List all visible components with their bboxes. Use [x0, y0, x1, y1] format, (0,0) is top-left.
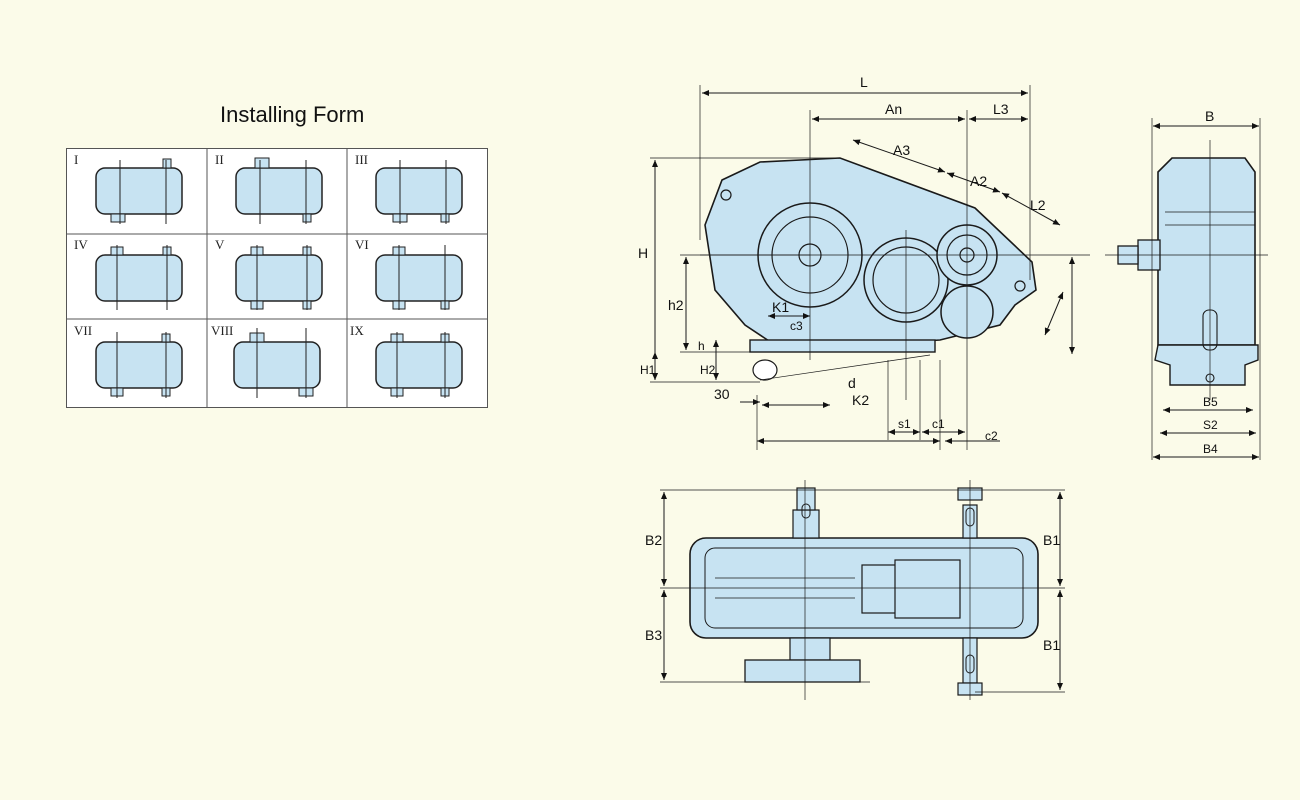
- dim-B5: B5: [1203, 395, 1218, 409]
- dim-h2: h2: [668, 297, 684, 313]
- dim-B4: B4: [1203, 442, 1218, 456]
- dim-H2: H2: [700, 363, 716, 377]
- side-view: [650, 85, 1090, 450]
- end-view-labels: B B5 S2 B4: [1203, 108, 1218, 456]
- dim-A2: A2: [970, 173, 987, 189]
- top-view-labels: B2 B3 B1 B1: [645, 532, 1060, 653]
- dim-B1-lower: B1: [1043, 637, 1060, 653]
- dim-s1: s1: [898, 417, 911, 431]
- dim-H: H: [638, 245, 648, 261]
- form-cell-9: IX: [350, 323, 463, 398]
- form-numeral: VII: [74, 323, 92, 338]
- form-numeral: V: [215, 237, 225, 252]
- dim-L3: L3: [993, 101, 1009, 117]
- dim-B1-upper: B1: [1043, 532, 1060, 548]
- form-numeral: IV: [74, 237, 88, 252]
- dim-B2: B2: [645, 532, 662, 548]
- dim-An: An: [885, 101, 902, 117]
- form-numeral: VIII: [211, 323, 233, 338]
- form-numeral: III: [355, 152, 368, 167]
- end-housing: [1157, 157, 1256, 346]
- form-cell-7: VII: [74, 323, 183, 398]
- dim-K2: K2: [852, 392, 869, 408]
- gearbox-base: [749, 339, 936, 353]
- dim-c1: c1: [932, 417, 945, 431]
- dim-L: L: [860, 74, 868, 90]
- top-view: [660, 480, 1065, 700]
- dim-B3: B3: [645, 627, 662, 643]
- installing-form-title: Installing Form: [220, 102, 365, 127]
- foot-flange: [744, 659, 861, 683]
- form-cell-4: IV: [74, 237, 183, 310]
- installing-form-grid: I II III IV V: [66, 148, 488, 408]
- dim-B: B: [1205, 108, 1214, 124]
- dim-L2: L2: [1030, 197, 1046, 213]
- form-cell-1: I: [74, 152, 183, 224]
- form-cell-3: III: [355, 152, 463, 224]
- dim-H1: H1: [640, 363, 656, 377]
- lifting-lug: [752, 359, 778, 381]
- dim-c2: c2: [985, 429, 998, 443]
- form-cell-5: V: [215, 237, 323, 310]
- dim-S2: S2: [1203, 418, 1218, 432]
- dim-K1: K1: [772, 299, 789, 315]
- dim-c3: c3: [790, 319, 803, 333]
- form-cell-8: VIII: [211, 323, 321, 398]
- dim-h: h: [698, 339, 705, 353]
- dim-d: d: [848, 375, 856, 391]
- form-cell-2: II: [215, 152, 323, 224]
- dim-A3: A3: [893, 142, 910, 158]
- input-shaft-top: [792, 509, 820, 539]
- form-numeral: VI: [355, 237, 369, 252]
- form-numeral: IX: [350, 323, 364, 338]
- side-view-labels: L An L3 A3 A2 L2 H h2 h H1 H2 K1 c3 d K2…: [638, 74, 1046, 443]
- end-view: [1105, 118, 1268, 460]
- form-numeral: II: [215, 152, 224, 167]
- dim-30: 30: [714, 386, 730, 402]
- form-cell-6: VI: [355, 237, 463, 310]
- form-numeral: I: [74, 152, 78, 167]
